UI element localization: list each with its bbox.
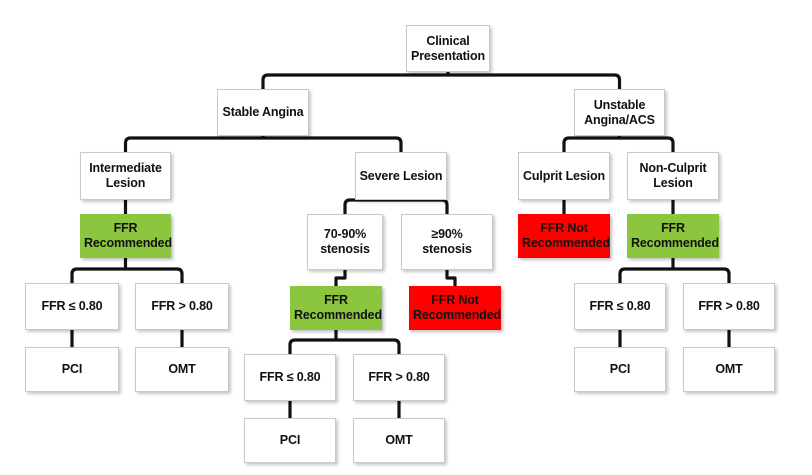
node-culprit-lesion[interactable]: Culprit Lesion: [518, 152, 610, 200]
node-label: Clinical Presentation: [411, 33, 485, 63]
connector-branch-stenosis-70-90: [343, 198, 351, 214]
node-ffr-gt-080-mid[interactable]: FFR > 0.80: [353, 354, 445, 401]
node-label: Severe Lesion: [359, 168, 443, 183]
node-ffr-gt-080-left[interactable]: FFR > 0.80: [135, 283, 229, 330]
node-pci-mid[interactable]: PCI: [244, 418, 336, 463]
node-ffr-le-080-mid[interactable]: FFR ≤ 0.80: [244, 354, 336, 401]
connector-branch-ffr-gt-080-mid: [393, 338, 401, 354]
node-label: Unstable Angina/ACS: [584, 97, 655, 127]
connector-stenosis-90-plus: [445, 270, 457, 286]
connector-branch-severe-lesion: [395, 136, 403, 152]
node-label: Intermediate Lesion: [89, 161, 162, 190]
connector-branch-ffr-le-080-right: [618, 267, 626, 283]
node-ffr-recommended-intermediate[interactable]: FFR Recommended: [80, 214, 172, 258]
node-label: FFR Not Recommended: [522, 221, 610, 250]
node-ffr-recommended-70-90[interactable]: FFR Recommended: [290, 286, 382, 330]
node-label: OMT: [715, 362, 743, 377]
node-label: ≥90% stenosis: [422, 227, 472, 256]
connector-stenosis-70-90: [334, 270, 347, 286]
node-omt-right[interactable]: OMT: [683, 347, 775, 392]
node-ffr-not-recommended-culprit[interactable]: FFR Not Recommended: [518, 214, 610, 258]
node-severe-lesion[interactable]: Severe Lesion: [355, 152, 447, 200]
node-ffr-le-080-left[interactable]: FFR ≤ 0.80: [25, 283, 119, 330]
node-label: PCI: [61, 362, 83, 377]
node-omt-mid[interactable]: OMT: [353, 418, 445, 463]
connector-branch-ffr-gt-080-left: [176, 267, 184, 283]
node-label: Culprit Lesion: [523, 168, 605, 183]
node-unstable-angina-acs[interactable]: Unstable Angina/ACS: [574, 89, 665, 136]
node-label: PCI: [609, 362, 631, 377]
node-label: PCI: [279, 433, 301, 448]
node-label: FFR ≤ 0.80: [589, 299, 651, 314]
connector-branch-stenosis-90-plus: [441, 198, 449, 214]
node-ffr-recommended-non-culprit[interactable]: FFR Recommended: [627, 214, 719, 258]
node-label: FFR ≤ 0.80: [259, 370, 321, 385]
connector-branch-culprit-lesion: [562, 136, 570, 152]
node-pci-left[interactable]: PCI: [25, 347, 119, 392]
node-label: FFR Recommended: [84, 221, 172, 250]
connector-branch-unstable-angina-acs: [614, 73, 622, 89]
node-label: OMT: [385, 433, 413, 448]
node-stenosis-90-plus[interactable]: ≥90% stenosis: [401, 214, 493, 270]
connector-branch-ffr-le-080-left: [70, 267, 78, 283]
connector-branch-intermediate-lesion: [123, 136, 131, 152]
node-stable-angina[interactable]: Stable Angina: [217, 89, 309, 136]
node-ffr-le-080-right[interactable]: FFR ≤ 0.80: [574, 283, 666, 330]
node-label: FFR Recommended: [294, 293, 382, 322]
node-clinical-presentation[interactable]: Clinical Presentation: [406, 25, 490, 72]
node-ffr-gt-080-right[interactable]: FFR > 0.80: [683, 283, 775, 330]
node-label: 70-90% stenosis: [320, 227, 370, 256]
node-stenosis-70-90[interactable]: 70-90% stenosis: [307, 214, 383, 270]
connector-branch-ffr-gt-080-right: [723, 267, 731, 283]
node-label: Non-Culprit Lesion: [639, 161, 707, 190]
node-label: FFR > 0.80: [368, 370, 430, 385]
node-pci-right[interactable]: PCI: [574, 347, 666, 392]
node-label: FFR ≤ 0.80: [41, 299, 103, 314]
node-label: OMT: [168, 362, 196, 377]
connector-branch-ffr-le-080-mid: [288, 338, 296, 354]
node-label: FFR Recommended: [631, 221, 719, 250]
node-label: FFR Not Recommended: [413, 293, 501, 322]
node-ffr-not-recommended-90[interactable]: FFR Not Recommended: [409, 286, 501, 330]
node-label: FFR > 0.80: [698, 299, 760, 314]
node-label: FFR > 0.80: [151, 299, 213, 314]
node-intermediate-lesion[interactable]: Intermediate Lesion: [80, 152, 171, 200]
node-omt-left[interactable]: OMT: [135, 347, 229, 392]
connector-branch-non-culprit-lesion: [667, 136, 675, 152]
node-non-culprit-lesion[interactable]: Non-Culprit Lesion: [627, 152, 719, 200]
node-label: Stable Angina: [222, 105, 304, 120]
connector-branch-stable-angina: [261, 73, 269, 89]
